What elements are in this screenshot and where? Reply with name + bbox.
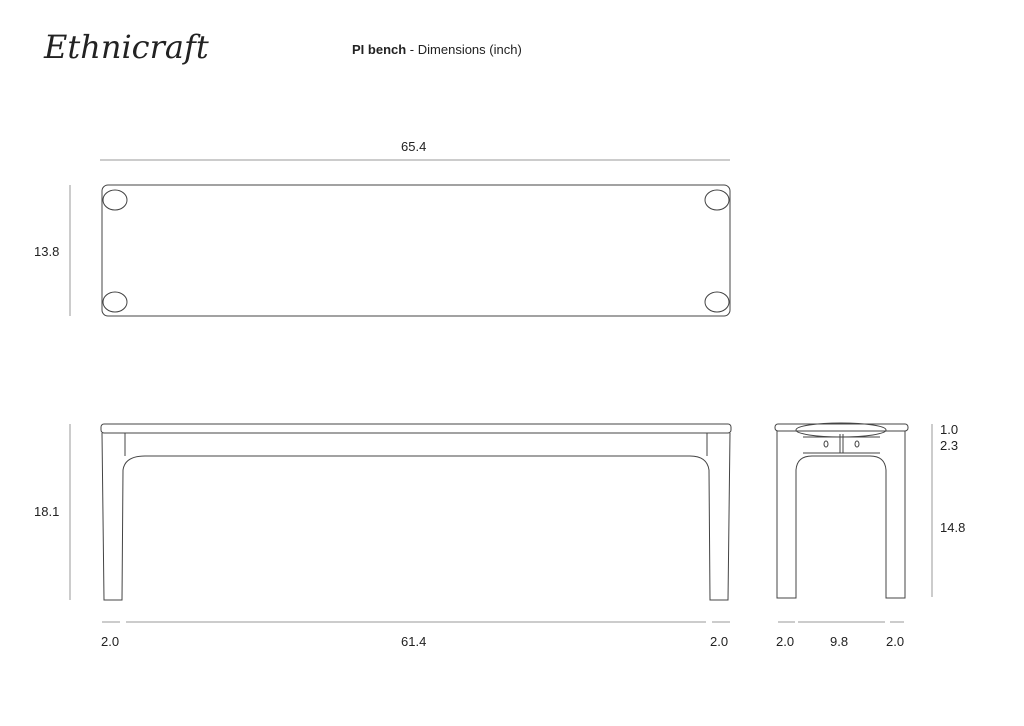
page-title: PI bench - Dimensions (inch) [352,42,522,57]
product-name: PI bench [352,42,407,57]
leg-bottom-left [102,291,128,313]
front-left-leg-label: 2.0 [101,634,120,649]
side-span-label: 9.8 [830,634,849,649]
height-label: 18.1 [34,504,60,519]
side-left-leg-label: 2.0 [776,634,795,649]
top-view-seat [101,184,731,317]
side-top-label: 1.0 [940,422,959,437]
brand-logo: Ethnicraft [44,28,209,66]
side-apron-label: 2.3 [940,438,959,453]
side-right-leg-label: 2.0 [886,634,905,649]
title-separator: - [406,42,418,57]
leg-bottom-right [704,291,730,313]
title-subtitle: Dimensions (inch) [417,42,522,57]
length-label: 65.4 [401,139,427,154]
front-right-leg-label: 2.0 [710,634,729,649]
side-leg-height-label: 14.8 [940,520,966,535]
depth-label: 13.8 [34,244,60,259]
side-view [774,422,909,599]
front-span-label: 61.4 [401,634,427,649]
front-view [100,423,732,601]
leg-top-right [704,189,730,211]
leg-top-left [102,189,128,211]
